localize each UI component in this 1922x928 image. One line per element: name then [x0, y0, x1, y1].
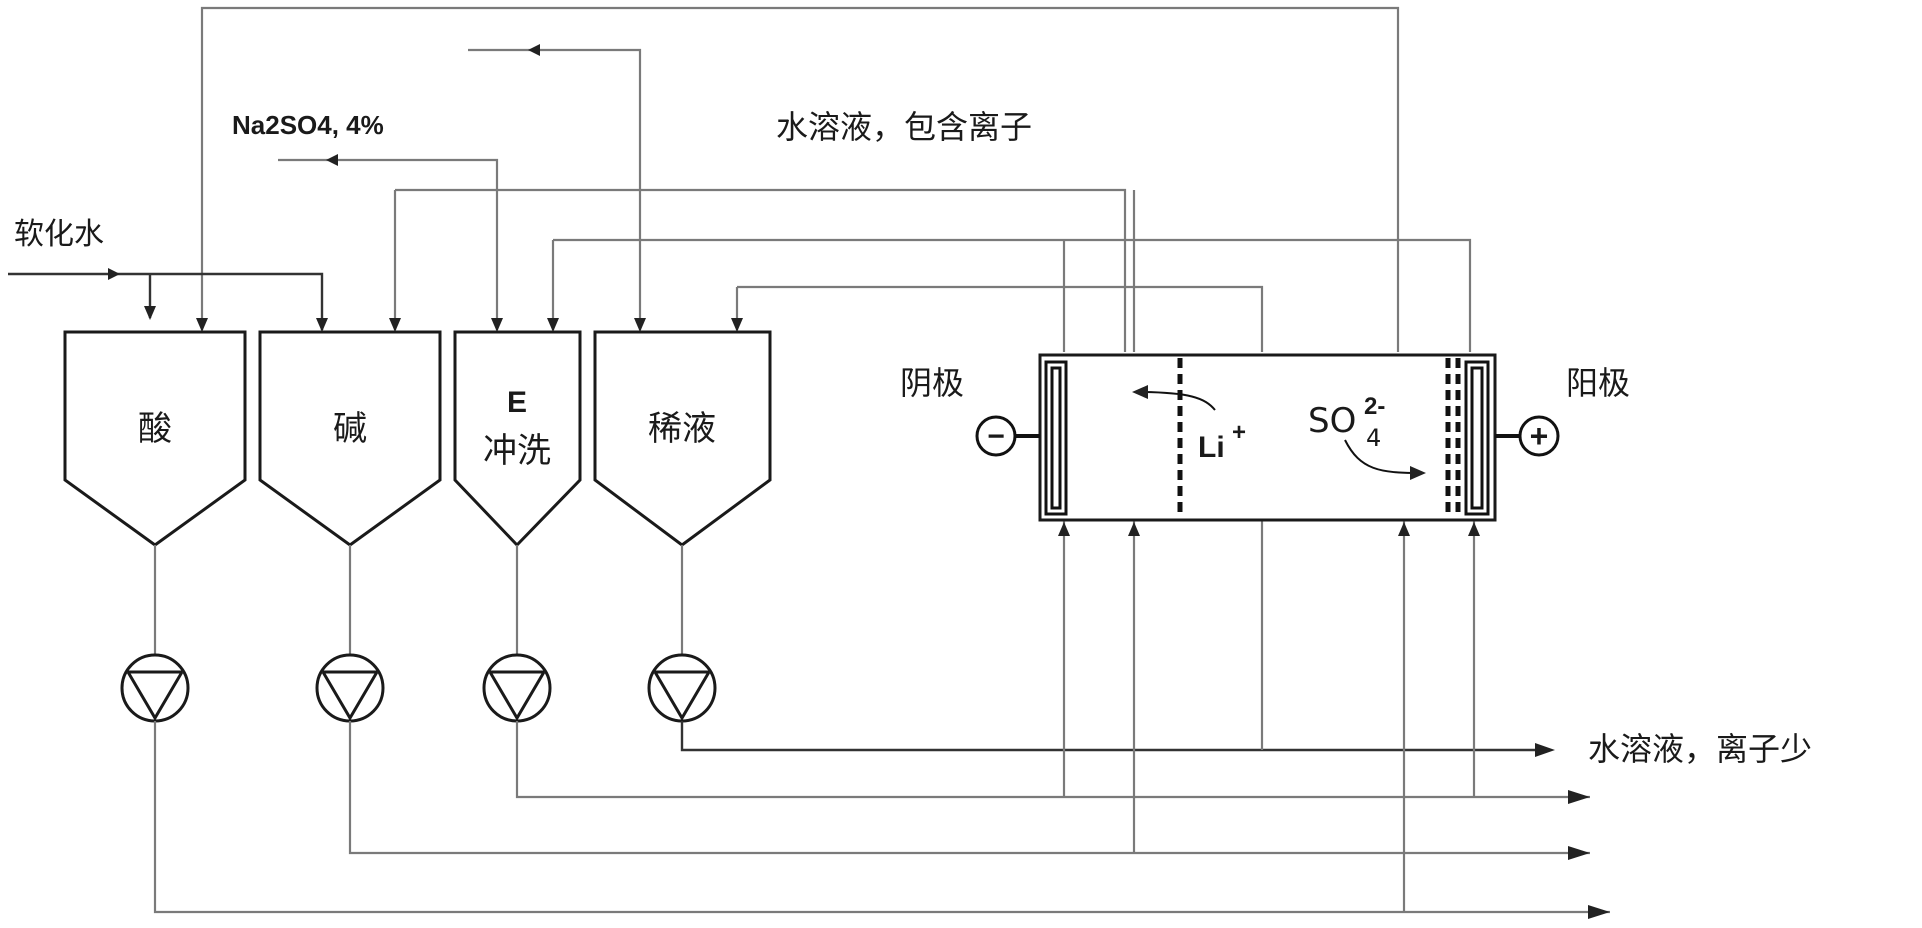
- so4-migration-path: [1344, 439, 1421, 474]
- arrow-softened-water: [108, 268, 120, 280]
- electrodialysis-cell: [1038, 353, 1497, 522]
- li-ion-charge: +: [1232, 419, 1246, 446]
- arrow-into-erinse-a: [491, 318, 503, 332]
- pump-dilute: [647, 653, 717, 723]
- arrow-low-ion-out: [1535, 743, 1555, 757]
- tank-acid: [63, 330, 247, 547]
- pump-acid: [120, 653, 190, 723]
- riser-arrows: [1058, 522, 1480, 536]
- anode-sign: +: [1530, 418, 1549, 454]
- tank-dilute-label: 稀液: [648, 409, 716, 449]
- li-migration-arrow: [1132, 385, 1148, 399]
- na2so4-label: Na2SO4, 4%: [232, 110, 384, 140]
- pump-e-rinse: [482, 653, 552, 723]
- anode-terminal: [1518, 415, 1560, 457]
- tank-dilute: [593, 330, 772, 547]
- tank-e-rinse: [453, 330, 582, 548]
- anode-label: 阳极: [1566, 364, 1630, 402]
- pump-base: [315, 653, 385, 723]
- li-ion-label: Li: [1198, 431, 1225, 464]
- arrow-return-2: [1568, 846, 1590, 860]
- ion-labels: Li + SO 4 2-: [1198, 393, 1385, 464]
- cathode-terminal: [975, 415, 1017, 457]
- arrow-na2so4-out: [326, 154, 338, 166]
- cell-body: [1038, 353, 1497, 522]
- tank-base: [258, 330, 442, 547]
- aqueous-with-ions-label: 水溶液，包含离子: [776, 108, 1032, 146]
- feed-arrows: [108, 44, 743, 332]
- arrow-into-dilute-b: [731, 318, 743, 332]
- arrow-into-dilute-a: [634, 318, 646, 332]
- arrow-into-base-a: [316, 318, 328, 332]
- arrow-return-1: [1568, 790, 1590, 804]
- so4-ion-label: SO: [1308, 401, 1356, 441]
- so4-migration-arrow: [1410, 466, 1426, 480]
- tank-labels: 酸 碱 E 冲洗 稀液: [138, 386, 716, 471]
- cathode-plate-inner: [1050, 366, 1062, 510]
- tank-base-label: 碱: [333, 409, 367, 449]
- li-migration-path: [1134, 391, 1216, 411]
- arrow-into-erinse-b: [547, 318, 559, 332]
- so4-ion-subscript: 4: [1366, 424, 1381, 452]
- cathode-label: 阴极: [900, 364, 964, 402]
- stream-labels: 软化水 Na2SO4, 4% 水溶液，包含离子 水溶液，离子少 阴极 阳极: [14, 108, 1812, 768]
- arrow-into-acid-b: [196, 318, 208, 332]
- anode-plate-inner: [1470, 366, 1484, 510]
- arrow-into-acid-a: [144, 306, 156, 320]
- arrow-return-3: [1588, 905, 1610, 919]
- tank-acid-label: 酸: [138, 409, 172, 449]
- tank-e-rinse-label: 冲洗: [483, 431, 551, 471]
- feed-pipes: [8, 6, 1472, 352]
- cell-risers: [1062, 190, 1476, 912]
- aqueous-low-ions-label: 水溶液，离子少: [1588, 730, 1812, 768]
- return-pipes: [153, 721, 1610, 914]
- tank-e-rinse-letter: E: [507, 386, 527, 419]
- tank-outlets: [153, 545, 684, 660]
- so4-ion-superscript: 2-: [1364, 393, 1385, 420]
- ion-migration: [1132, 385, 1426, 480]
- tanks: [63, 330, 772, 548]
- arrow-into-base-b: [389, 318, 401, 332]
- arrow-top-feed: [528, 44, 540, 56]
- pumps: [120, 653, 717, 723]
- softened-water-label: 软化水: [14, 217, 104, 252]
- cathode-sign: −: [987, 420, 1005, 453]
- return-arrows: [1535, 743, 1610, 919]
- electrode-terminals: − +: [975, 415, 1560, 457]
